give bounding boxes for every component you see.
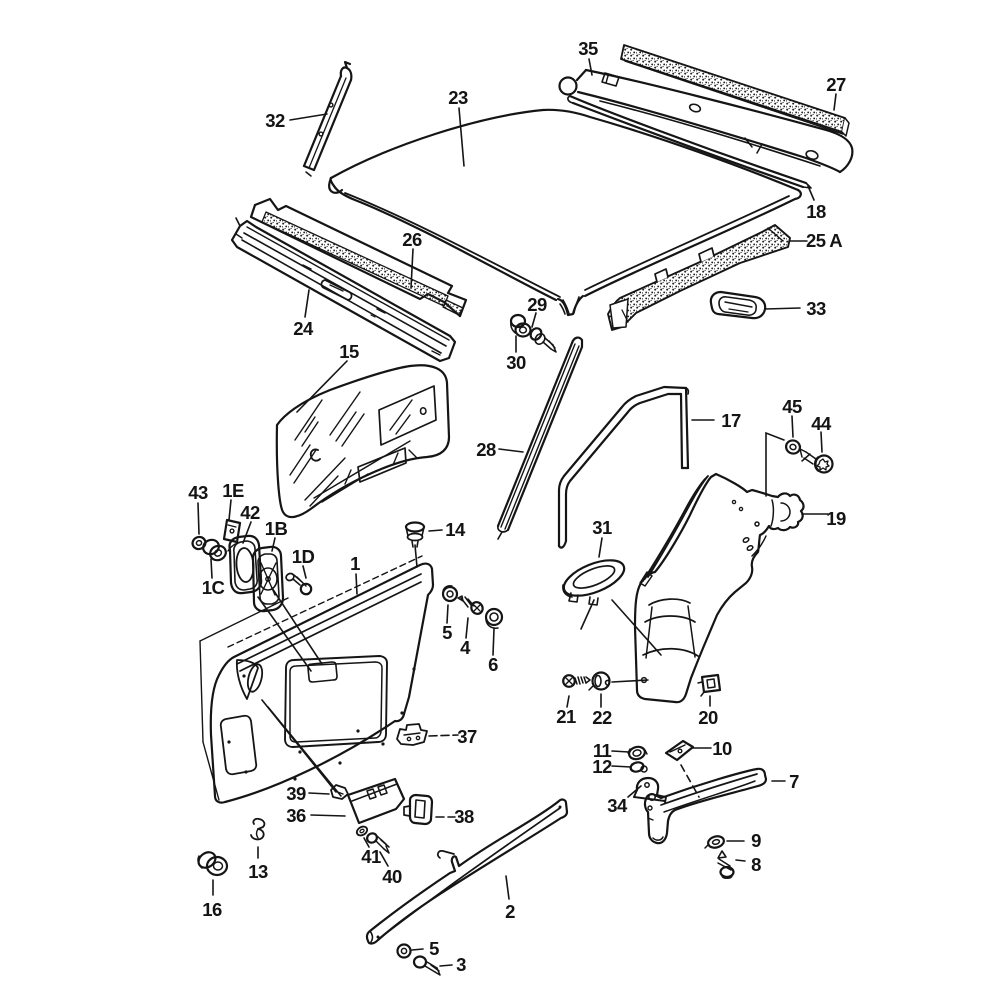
svg-text:11: 11 [593,740,612,761]
svg-text:7: 7 [789,771,799,792]
svg-text:6: 6 [488,654,498,675]
svg-text:35: 35 [578,38,598,59]
svg-text:4: 4 [460,637,471,658]
svg-text:1: 1 [350,553,360,574]
svg-text:20: 20 [698,707,718,728]
svg-text:13: 13 [248,861,268,882]
svg-text:15: 15 [339,341,359,362]
svg-text:43: 43 [188,482,208,503]
svg-text:12: 12 [592,756,612,777]
svg-text:24: 24 [293,318,314,339]
svg-text:14: 14 [445,519,466,540]
svg-text:1D: 1D [292,546,315,567]
svg-text:33: 33 [806,298,826,319]
svg-text:42: 42 [240,502,260,523]
svg-text:1C: 1C [202,577,225,598]
svg-text:26: 26 [402,229,422,250]
svg-text:37: 37 [457,726,477,747]
svg-text:2: 2 [505,901,515,922]
svg-text:32: 32 [265,110,285,131]
svg-text:8: 8 [751,854,761,875]
svg-text:23: 23 [448,87,468,108]
svg-text:29: 29 [527,294,547,315]
svg-text:3: 3 [456,954,466,975]
svg-text:9: 9 [751,830,761,851]
svg-text:39: 39 [286,783,306,804]
svg-text:30: 30 [506,352,526,373]
svg-text:10: 10 [712,738,732,759]
svg-text:22: 22 [592,707,612,728]
svg-text:38: 38 [454,806,474,827]
svg-text:28: 28 [476,439,496,460]
svg-text:19: 19 [826,508,846,529]
svg-text:45: 45 [782,396,802,417]
svg-text:5: 5 [429,938,439,959]
svg-text:31: 31 [592,517,612,538]
svg-text:1B: 1B [265,518,288,539]
svg-text:1E: 1E [222,480,244,501]
svg-text:5: 5 [442,622,452,643]
svg-text:25 A: 25 A [806,230,842,251]
svg-text:36: 36 [286,805,306,826]
svg-text:44: 44 [811,413,832,434]
svg-text:27: 27 [826,74,846,95]
svg-text:34: 34 [607,795,628,816]
svg-text:18: 18 [806,201,826,222]
svg-text:17: 17 [721,410,741,431]
svg-text:40: 40 [382,866,402,887]
svg-text:16: 16 [202,899,222,920]
svg-text:41: 41 [361,846,381,867]
svg-text:21: 21 [556,706,576,727]
